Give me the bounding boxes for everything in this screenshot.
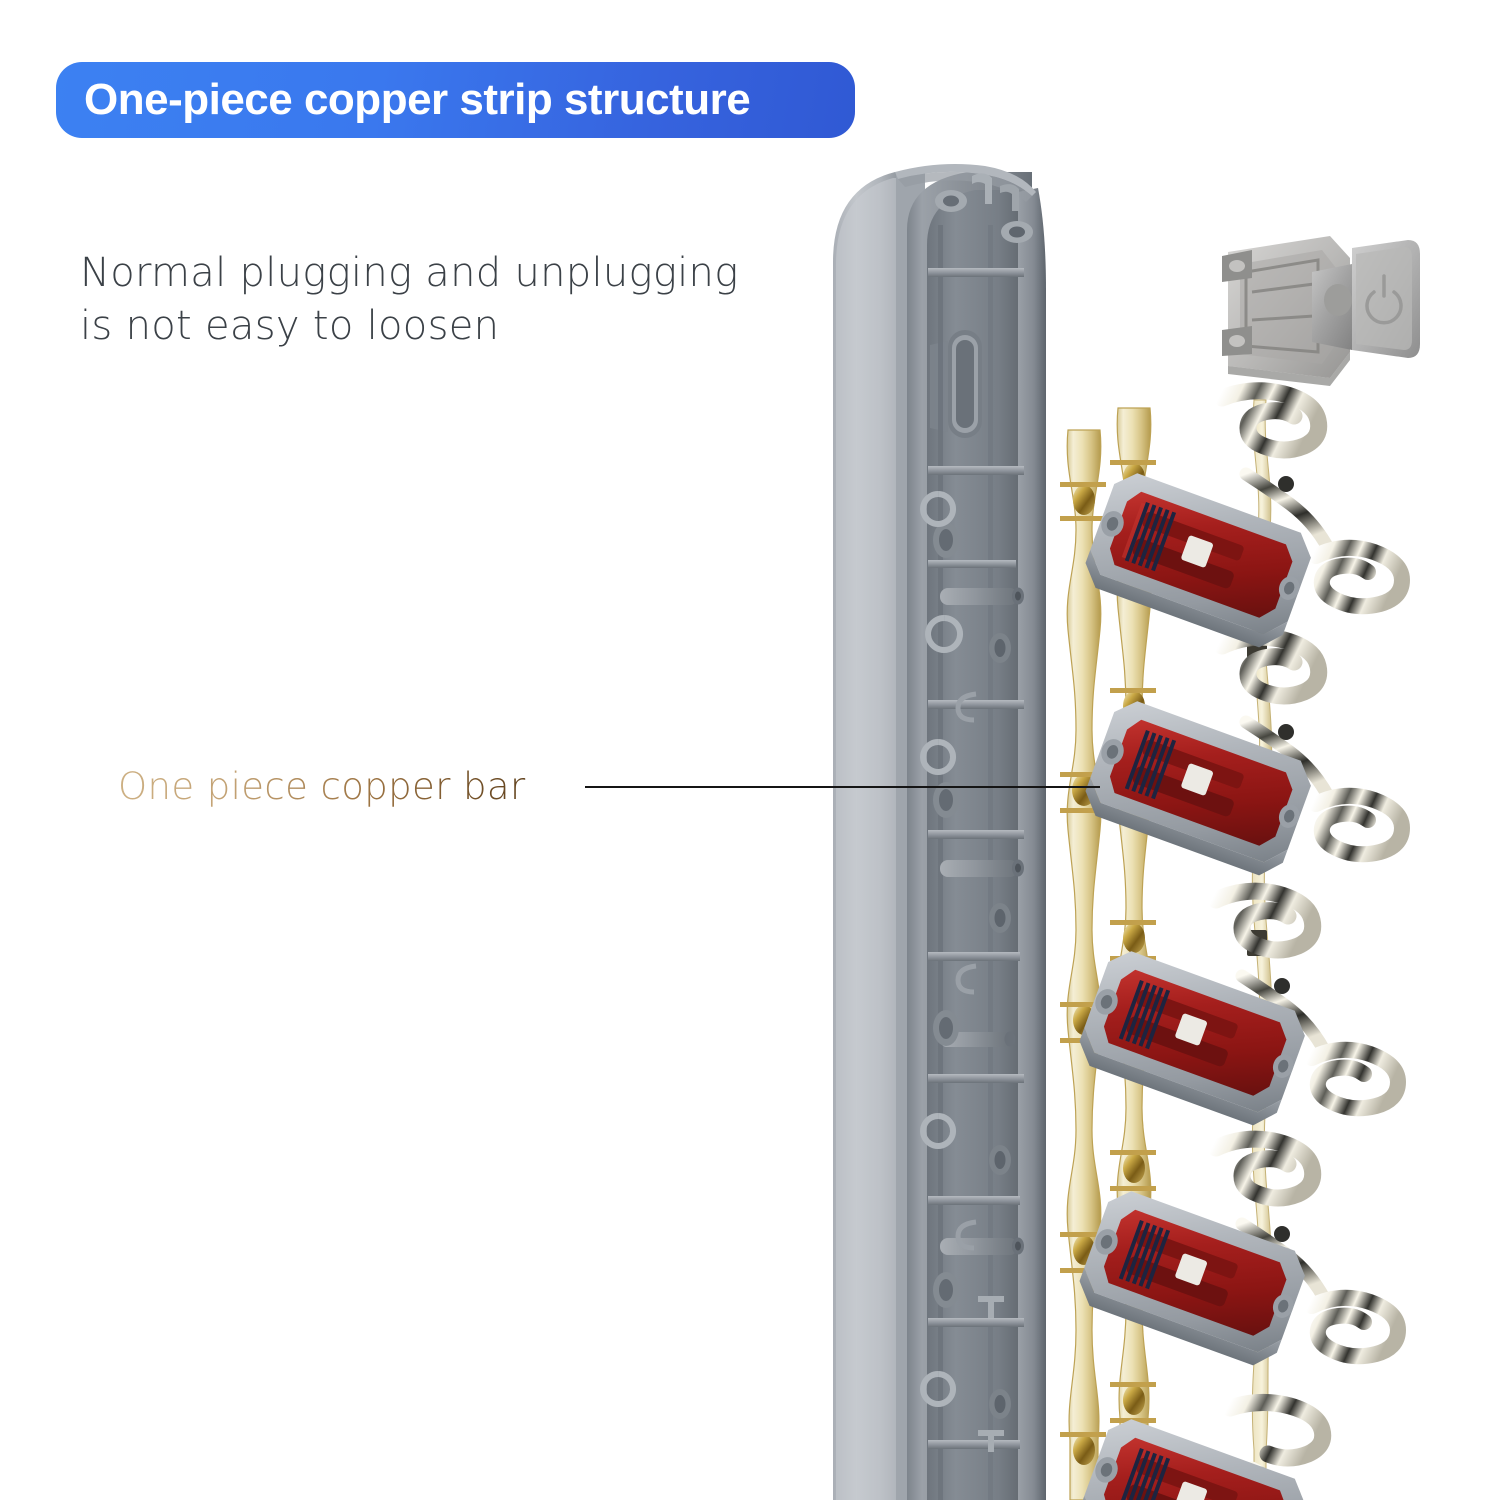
housing-screw-bosses [935,173,1033,243]
socket-module [1079,1191,1305,1366]
power-switch-module [1222,236,1420,386]
copper-bar-1 [1060,429,1108,1500]
power-strip-housing [833,164,1046,1500]
callout-leader-line [585,786,1100,788]
socket-module [1079,951,1305,1126]
title-badge-label: One-piece copper strip structure [84,75,751,124]
spring-contact-pair [1207,882,1407,1117]
socket-module [1085,701,1311,876]
power-symbol-icon [1365,274,1403,325]
housing-internal-ribs [920,268,1024,1452]
description-text: Normal plugging and unplugging is not ea… [80,247,800,353]
housing-oval-cutout [948,330,982,438]
description-line-2: is not easy to loosen [80,303,500,350]
spring-contact-pair [1213,628,1411,863]
description-line-1: Normal plugging and unplugging [80,250,739,296]
socket-module [1085,473,1311,648]
copper-bar-callout: One piece copper bar [118,762,526,810]
spring-contacts [1207,382,1411,1500]
spring-contact-pair [1213,382,1411,615]
copper-bar-callout-label: One piece copper bar [118,764,526,808]
title-badge: One-piece copper strip structure [56,62,855,138]
